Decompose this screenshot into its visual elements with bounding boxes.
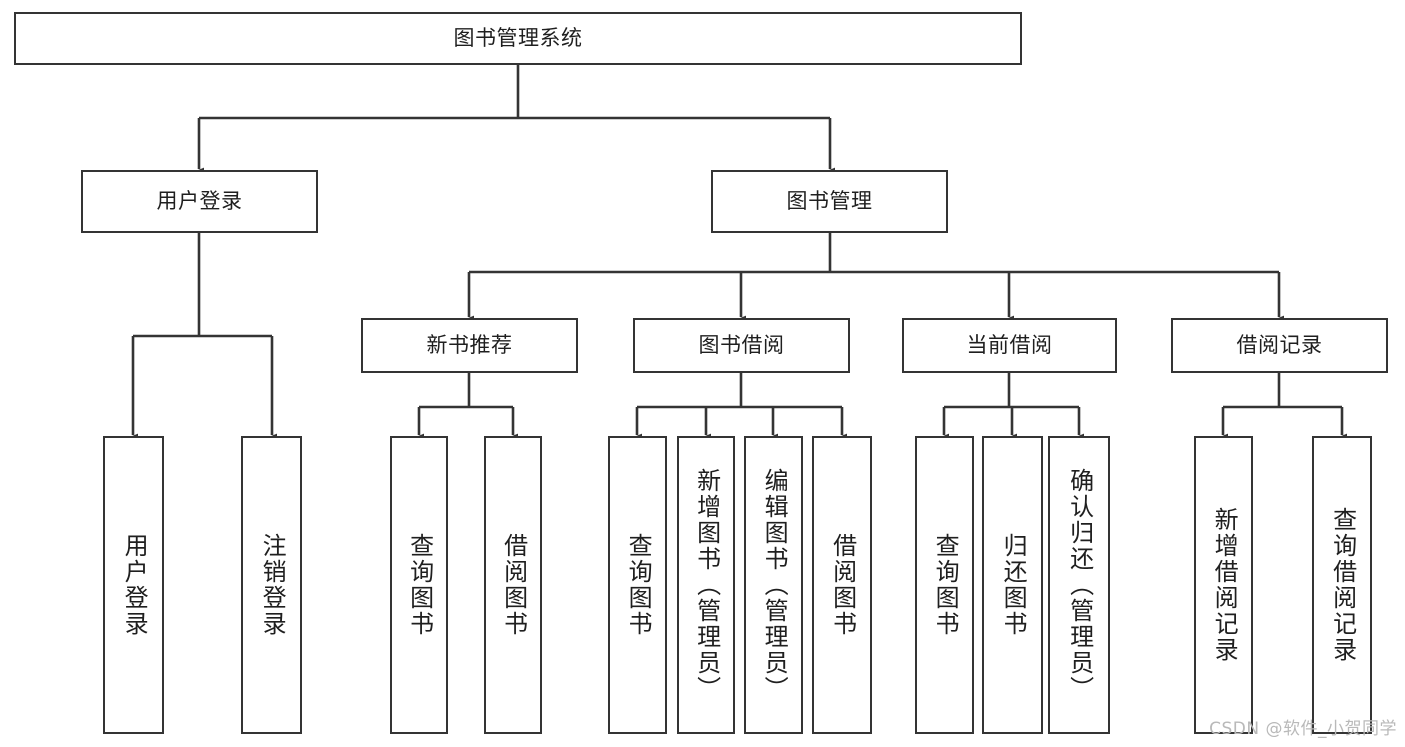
node-leaf-edit-book[interactable]: 编辑图书（管理员） [744, 436, 803, 734]
node-label: 借阅记录 [1236, 333, 1323, 358]
node-label: 新书推荐 [426, 333, 513, 358]
csdn-watermark: CSDN @软件_小贺同学 [1209, 719, 1397, 739]
node-label: 新增借阅记录 [1210, 507, 1239, 663]
node-borrow-records[interactable]: 借阅记录 [1171, 318, 1388, 373]
node-label: 新增图书（管理员） [692, 468, 721, 702]
node-label: 查询图书 [405, 533, 434, 637]
node-leaf-confirm-return[interactable]: 确认归还（管理员） [1048, 436, 1110, 734]
node-label: 查询借阅记录 [1328, 507, 1357, 663]
node-leaf-user-login[interactable]: 用户登录 [103, 436, 164, 734]
node-leaf-query-book-1[interactable]: 查询图书 [390, 436, 448, 734]
node-label: 查询图书 [624, 533, 653, 637]
node-leaf-logout[interactable]: 注销登录 [241, 436, 302, 734]
node-book-borrow[interactable]: 图书借阅 [633, 318, 850, 373]
node-label: 借阅图书 [499, 533, 528, 637]
node-user-login[interactable]: 用户登录 [81, 170, 318, 233]
node-book-manage[interactable]: 图书管理 [711, 170, 948, 233]
node-leaf-add-book[interactable]: 新增图书（管理员） [677, 436, 735, 734]
node-leaf-borrow-book-2[interactable]: 借阅图书 [812, 436, 872, 734]
node-label: 当前借阅 [966, 333, 1053, 358]
node-label: 借阅图书 [828, 533, 857, 637]
node-leaf-query-book-2[interactable]: 查询图书 [608, 436, 667, 734]
node-label: 注销登录 [258, 533, 287, 637]
node-leaf-borrow-book-1[interactable]: 借阅图书 [484, 436, 542, 734]
node-label: 编辑图书（管理员） [760, 468, 789, 702]
node-new-book-recommend[interactable]: 新书推荐 [361, 318, 578, 373]
node-leaf-add-record[interactable]: 新增借阅记录 [1194, 436, 1253, 734]
node-label: 图书管理 [786, 189, 873, 214]
node-label: 用户登录 [120, 533, 149, 637]
node-leaf-query-book-3[interactable]: 查询图书 [915, 436, 974, 734]
node-current-borrow[interactable]: 当前借阅 [902, 318, 1117, 373]
node-root-title[interactable]: 图书管理系统 [14, 12, 1022, 65]
node-leaf-query-record[interactable]: 查询借阅记录 [1312, 436, 1372, 734]
node-label: 查询图书 [931, 533, 960, 637]
node-label: 图书管理系统 [453, 26, 583, 51]
node-label: 确认归还（管理员） [1065, 468, 1094, 702]
node-label: 图书借阅 [698, 333, 785, 358]
node-label: 归还图书 [999, 533, 1028, 637]
node-leaf-return-book[interactable]: 归还图书 [982, 436, 1043, 734]
node-label: 用户登录 [156, 189, 243, 214]
